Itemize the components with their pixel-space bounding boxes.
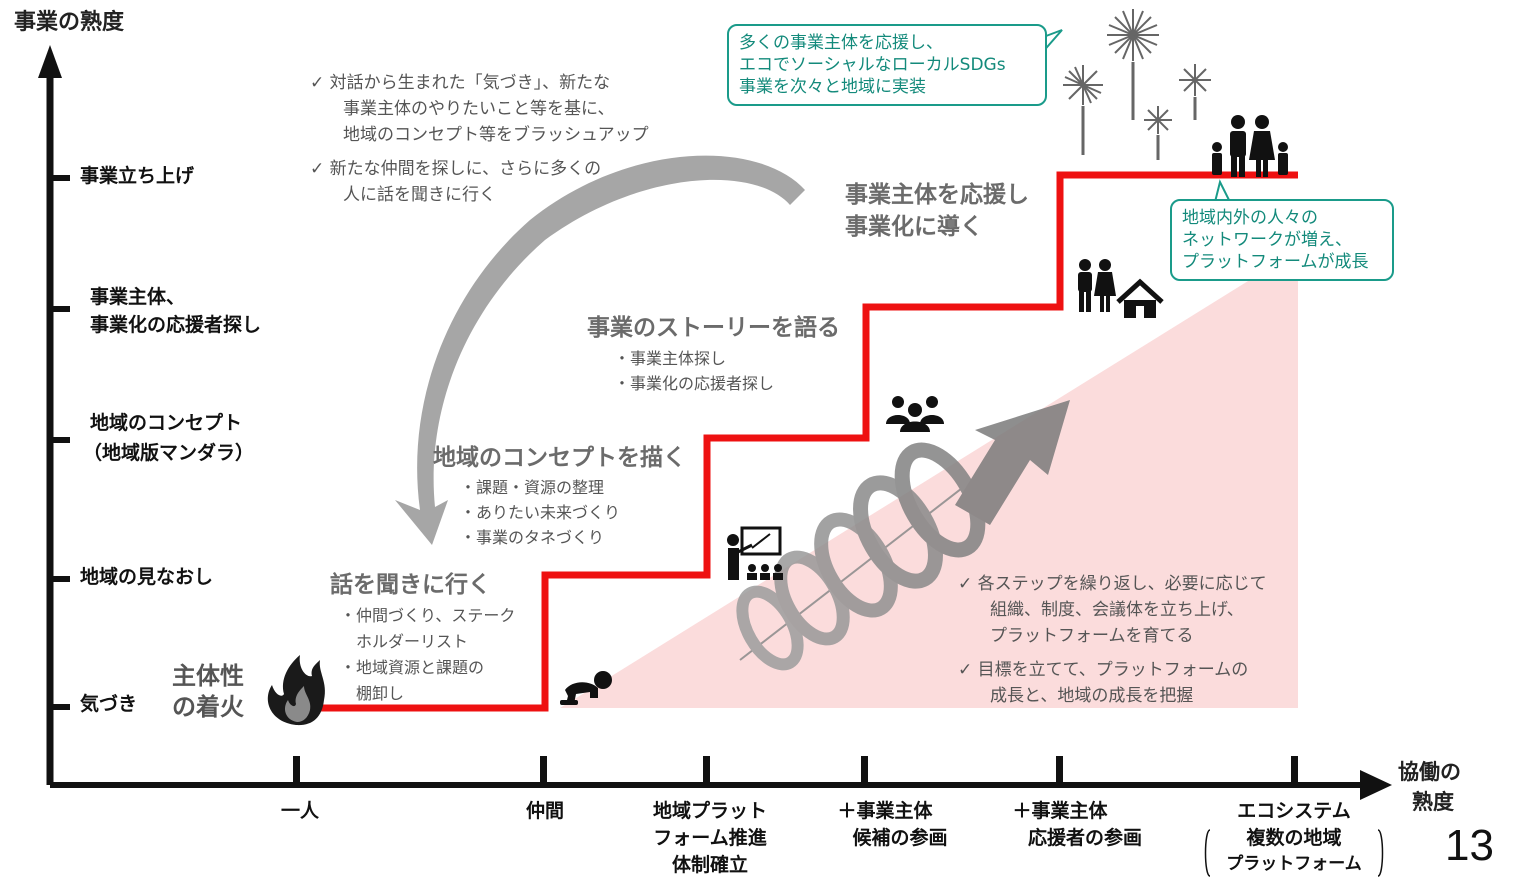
- top-note-1-line1: ✓ 対話から生まれた「気づき」、新たな: [310, 73, 611, 93]
- ignition-label-2: の着火: [172, 693, 244, 721]
- top-note-1-line3: 地域のコンセプト等をブラッシュアップ: [343, 125, 649, 145]
- callout-right: 地域内外の人々の ネットワークが増え、 プラットフォームが成長: [1170, 199, 1394, 282]
- bracket-left: [1204, 829, 1211, 877]
- x-axis-title-2: 熟度: [1412, 790, 1454, 814]
- step1-item-2: ・地域資源と課題の: [340, 658, 485, 677]
- bottom-note-1-line1: ✓ 各ステップを繰り返し、必要に応じて: [958, 574, 1267, 594]
- step2-title: 地域のコンセプトを描く: [433, 445, 686, 471]
- top-note-2-line2: 人に話を聞きに行く: [343, 185, 496, 205]
- callout-top-line1: 多くの事業主体を応援し、: [739, 33, 943, 53]
- y-level-supporters: 事業化の応援者探し: [90, 314, 262, 336]
- house-icon: [1116, 278, 1164, 318]
- x-axis-title-1: 協働の: [1398, 760, 1461, 784]
- x-label-ecosystem-1: エコシステム: [1237, 800, 1351, 822]
- y-level-launch: 事業立ち上げ: [80, 165, 195, 187]
- couple-icon: [1078, 259, 1116, 312]
- x-label-platform-1: 地域プラット: [652, 800, 767, 822]
- callout-top-line3: 事業を次々と地域に実装: [739, 77, 926, 98]
- callout-top-line2: エコでソーシャルなローカルSDGs: [739, 55, 1006, 76]
- family-icon: [1212, 115, 1288, 177]
- y-level-entity: 事業主体、: [90, 286, 186, 308]
- teacher-icon: [727, 526, 783, 580]
- step4-title-1: 事業主体を応援し: [845, 182, 1029, 208]
- x-label-peers: 仲間: [525, 800, 564, 822]
- bottom-note-2-line1: ✓ 目標を立てて、プラットフォームの: [958, 660, 1249, 680]
- step2-item-1: ・課題・資源の整理: [460, 478, 605, 497]
- callout-right-line2: ネットワークが増え、: [1182, 230, 1352, 251]
- y-level-concept-sub: （地域版マンダラ）: [83, 442, 255, 464]
- bottom-note-1-line2: 組織、制度、会議体を立ち上げ、: [990, 600, 1244, 620]
- fire-icon: [267, 655, 325, 726]
- step3-title: 事業のストーリーを語る: [587, 315, 840, 341]
- x-label-supporters-1: ＋事業主体: [1012, 800, 1108, 822]
- x-label-candidates-1: ＋事業主体: [837, 800, 933, 822]
- top-note-2-line1: ✓ 新たな仲間を探しに、さらに多くの: [310, 159, 602, 179]
- step3-item-2: ・事業化の応援者探し: [614, 374, 775, 393]
- maturity-staircase: [300, 171, 1298, 712]
- x-label-candidates-2: 候補の参画: [852, 827, 948, 849]
- axes: [38, 45, 1392, 800]
- step4-title-2: 事業化に導く: [845, 214, 983, 240]
- step1-item-1b: ホルダーリスト: [356, 632, 469, 651]
- step2-item-3: ・事業のタネづくり: [460, 528, 605, 547]
- bracket-right: [1377, 829, 1384, 877]
- step3-item-1: ・事業主体探し: [614, 349, 727, 368]
- step1-title: 話を聞きに行く: [330, 572, 491, 598]
- cycle-return-arrow: [395, 155, 805, 545]
- y-level-review: 地域の見なおし: [80, 566, 214, 588]
- step1-item-1: ・仲間づくり、ステーク: [340, 606, 516, 625]
- x-label-platform-2: フォーム推進: [653, 827, 767, 849]
- x-label-ecosystem-3: プラットフォーム: [1226, 854, 1362, 874]
- callout-right-line3: プラットフォームが成長: [1182, 252, 1369, 273]
- x-label-ecosystem-2: 複数の地域: [1246, 827, 1342, 849]
- y-axis-title: 事業の熟度: [14, 10, 125, 35]
- top-note-1-line2: 事業主体のやりたいこと等を基に、: [343, 99, 615, 119]
- x-label-supporters-2: 応援者の参画: [1027, 827, 1142, 849]
- bottom-note-2-line2: 成長と、地域の成長を把握: [990, 686, 1194, 706]
- x-label-platform-3: 体制確立: [671, 854, 748, 876]
- fireworks-icon: [1063, 9, 1211, 160]
- group-icon: [886, 396, 944, 432]
- callout-right-line1: 地域内外の人々の: [1182, 208, 1318, 228]
- bottom-note-1-line3: プラットフォームを育てる: [990, 626, 1194, 646]
- callout-top: 多くの事業主体を応援し、 エコでソーシャルなローカルSDGs 事業を次々と地域に…: [727, 24, 1047, 107]
- crawling-baby-icon: [560, 671, 612, 705]
- step1-item-2b: 棚卸し: [356, 684, 405, 703]
- ignition-label-1: 主体性: [172, 662, 244, 690]
- x-label-alone: 一人: [280, 800, 319, 822]
- spiral-growth-arrow: [736, 400, 1070, 671]
- page-number: 13: [1445, 821, 1494, 870]
- y-level-awareness: 気づき: [80, 693, 138, 715]
- step2-item-2: ・ありたい未来づくり: [460, 503, 621, 522]
- y-level-concept: 地域のコンセプト: [90, 412, 243, 434]
